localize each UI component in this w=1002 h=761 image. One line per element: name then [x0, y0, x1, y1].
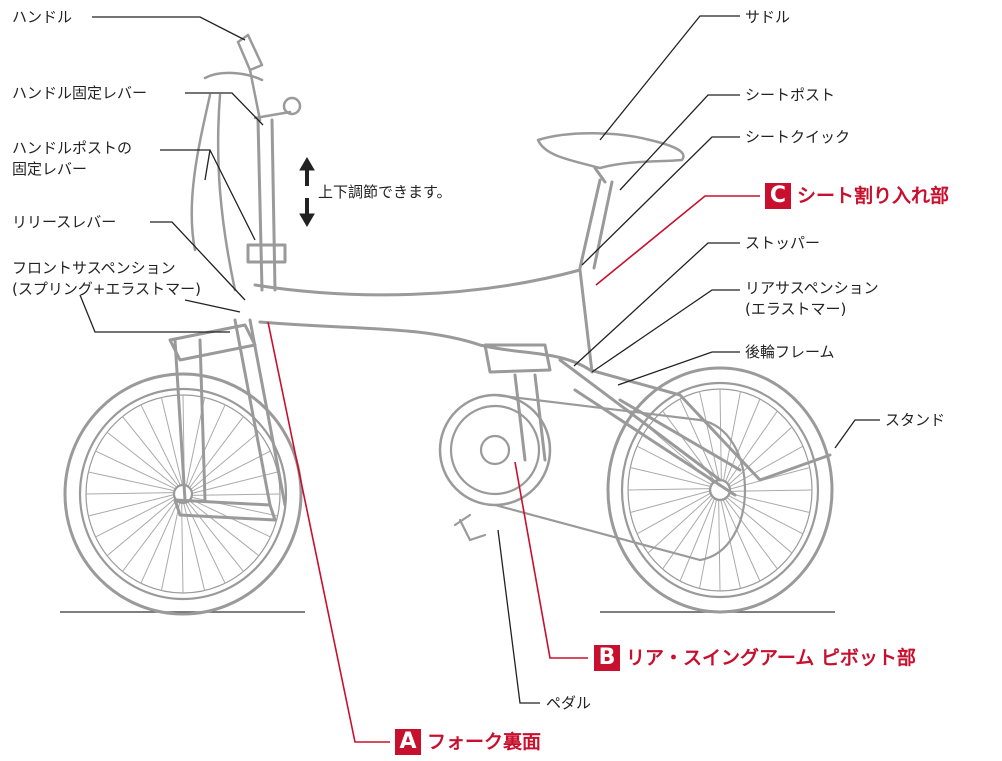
spoke	[699, 391, 720, 482]
spoke	[85, 492, 175, 495]
spoke	[727, 426, 793, 487]
callout-b: B リア・スイングアーム ピボット部	[594, 645, 916, 671]
spoke	[629, 490, 712, 513]
spoke	[140, 500, 179, 584]
label-rear-frame: 後輪フレーム	[745, 343, 835, 361]
spoke	[188, 500, 260, 557]
spoke	[726, 410, 778, 485]
spoke	[627, 488, 712, 491]
spoke	[186, 501, 244, 572]
spoke	[722, 498, 761, 582]
spoke	[122, 499, 177, 572]
spoke	[191, 493, 281, 496]
label-handle: ハンドル	[12, 8, 73, 26]
spoke	[140, 404, 181, 486]
spoke	[725, 496, 793, 554]
spoke	[636, 492, 712, 535]
label-rear-suspension: リアサスペンション (エラストマー)	[745, 278, 879, 320]
label-adjust: 上下調節できます。	[318, 183, 452, 201]
label-front-suspension-line2: (スプリング+エラストマー)	[12, 280, 201, 298]
callout-a-text: フォーク裏面	[427, 731, 542, 753]
spoke	[183, 502, 206, 592]
spoke	[87, 471, 176, 492]
spoke	[679, 398, 718, 482]
drivetrain	[438, 393, 747, 562]
spoke	[181, 502, 184, 594]
spoke	[629, 467, 713, 488]
label-stopper: ストッパー	[745, 234, 821, 252]
spoke	[728, 467, 811, 490]
red-leader-lines	[267, 195, 760, 743]
spoke	[95, 496, 175, 538]
callout-a-badge: A	[395, 729, 421, 755]
spoke	[726, 494, 804, 535]
callout-c-badge: C	[765, 183, 791, 209]
label-front-suspension-line1: フロントサスペンション	[12, 259, 176, 277]
leader-lines	[79, 15, 880, 704]
spoke	[724, 398, 761, 484]
spoke	[728, 489, 813, 492]
spoke	[662, 495, 714, 570]
spoke	[189, 416, 244, 489]
label-stand: スタンド	[885, 411, 946, 429]
label-rear-suspension-line1: リアサスペンション	[745, 279, 879, 297]
spoke	[160, 396, 183, 486]
spoke	[719, 388, 722, 482]
label-post-lever-line2: 固定レバー	[12, 160, 88, 178]
label-handle-lever: ハンドル固定レバー	[12, 84, 148, 102]
spoke	[699, 497, 718, 589]
spoke	[723, 497, 778, 570]
callout-c-text: シート割り入れ部	[797, 185, 950, 207]
spoke	[190, 431, 260, 491]
spoke	[728, 445, 804, 488]
handlebar	[190, 33, 302, 292]
spoke	[718, 498, 721, 592]
callout-c: C シート割り入れ部	[765, 183, 949, 209]
callout-a: A フォーク裏面	[395, 729, 541, 755]
spoke	[636, 445, 714, 486]
label-rear-suspension-line2: (エラストマー)	[745, 300, 847, 318]
label-seatpost: シートポスト	[745, 86, 836, 104]
frame	[168, 118, 832, 522]
spoke	[106, 431, 178, 488]
label-saddle: サドル	[745, 8, 791, 26]
label-release-lever: リリースレバー	[12, 213, 117, 231]
spoke	[95, 450, 177, 490]
spoke	[106, 497, 176, 557]
callout-b-text: リア・スイングアーム ピボット部	[626, 647, 916, 669]
spoke	[87, 494, 175, 517]
spoke	[722, 391, 741, 483]
spoke	[160, 501, 181, 592]
label-post-lever: ハンドルポストの 固定レバー	[12, 138, 132, 180]
label-pedal: ペダル	[546, 694, 592, 712]
spoke	[727, 492, 811, 513]
adjust-arrows	[299, 157, 315, 227]
callout-b-badge: B	[594, 645, 620, 671]
spoke	[187, 404, 226, 488]
spoke	[720, 498, 741, 589]
bicycle-illustration	[63, 33, 834, 616]
rear-wheel	[606, 366, 834, 614]
label-post-lever-line1: ハンドルポストの	[12, 139, 133, 157]
label-front-suspension: フロントサスペンション (スプリング+エラストマー)	[12, 258, 201, 300]
label-seat-quick: シートクイック	[745, 128, 851, 146]
spoke	[679, 496, 716, 582]
spoke	[647, 493, 713, 554]
spoke	[122, 416, 180, 487]
